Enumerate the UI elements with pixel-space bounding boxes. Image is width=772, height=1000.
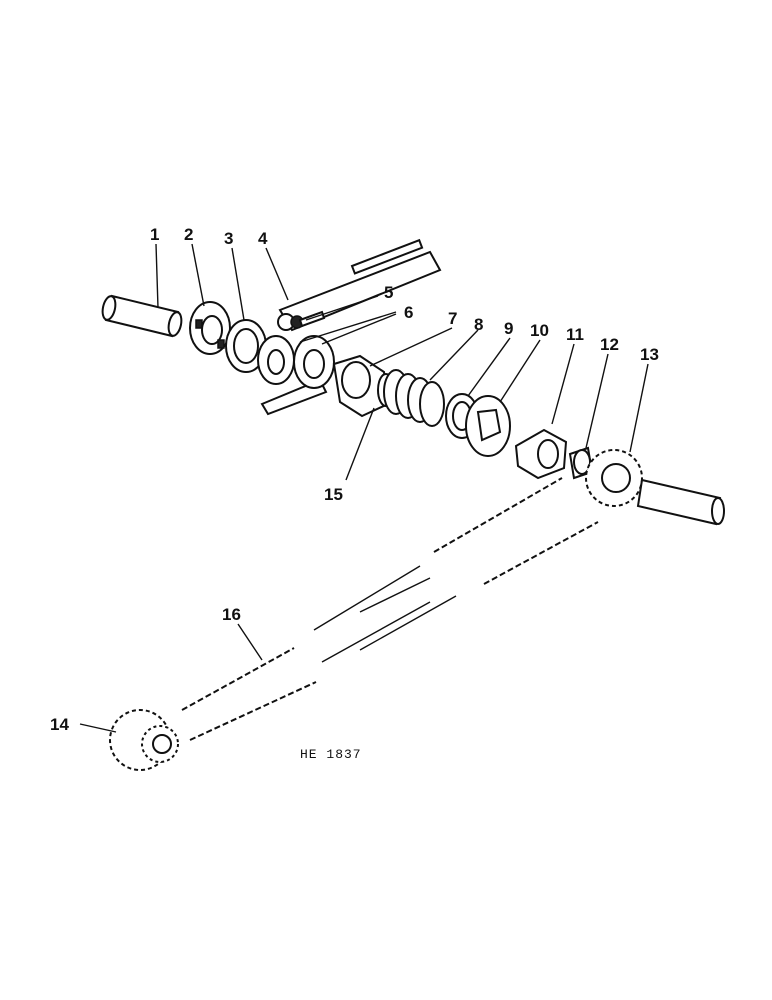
- callout-11: 11: [566, 325, 584, 344]
- washer: [225, 319, 267, 373]
- callout-10: 10: [530, 321, 549, 340]
- spring: [383, 369, 445, 427]
- slotted-arm: [277, 238, 442, 332]
- sprocket-left: [109, 709, 179, 771]
- callout-3: 3: [224, 229, 233, 248]
- clutch-plate: [465, 395, 511, 457]
- callout-8: 8: [474, 315, 483, 334]
- callout-14: 14: [50, 715, 69, 734]
- cam-plates: [257, 335, 335, 416]
- figure-code: HE 1837: [300, 747, 362, 762]
- callout-16: 16: [222, 605, 241, 624]
- callout-6: 6: [404, 303, 413, 322]
- roller-chain: [181, 477, 599, 741]
- collar: [189, 301, 231, 355]
- leader-lines: [79, 243, 649, 733]
- callout-9: 9: [504, 319, 513, 338]
- callout-2: 2: [184, 225, 193, 244]
- callout-4: 4: [258, 229, 268, 248]
- callout-15: 15: [324, 485, 343, 504]
- callout-12: 12: [600, 335, 619, 354]
- hub: [514, 428, 568, 480]
- sprocket-right: [585, 449, 725, 526]
- callout-5: 5: [384, 283, 393, 302]
- shaft-left: [101, 294, 183, 338]
- callout-1: 1: [150, 225, 159, 244]
- callout-7: 7: [448, 309, 457, 328]
- callout-13: 13: [640, 345, 659, 364]
